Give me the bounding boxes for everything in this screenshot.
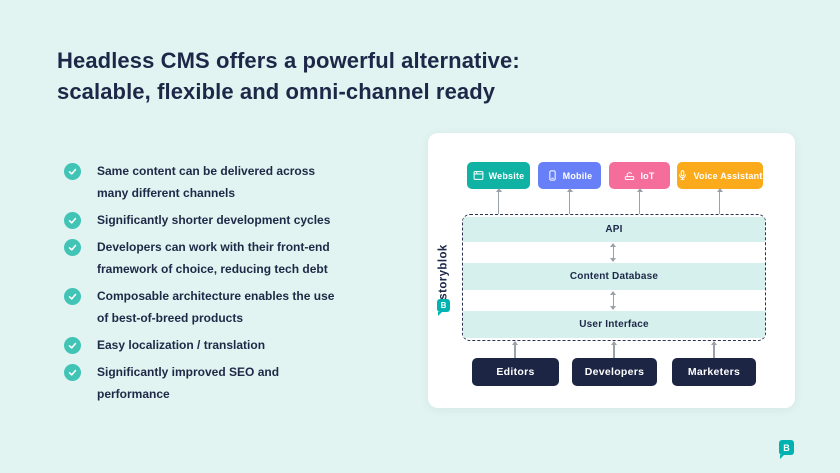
role-node-marketers: Marketers xyxy=(672,358,756,386)
role-label: Editors xyxy=(496,366,535,378)
check-icon xyxy=(64,337,81,354)
channel-node-mobile: Mobile xyxy=(538,162,601,189)
channel-node-iot: IoT xyxy=(609,162,670,189)
layer-api: API xyxy=(463,217,765,242)
title-line-2: scalable, flexible and omni-channel read… xyxy=(57,79,496,104)
smartphone-icon xyxy=(547,170,558,181)
role-label: Developers xyxy=(584,366,645,378)
bullet-text: Easy localization / translation xyxy=(97,338,266,352)
page-title: Headless CMS offers a powerful alternati… xyxy=(57,45,520,107)
layer-label: API xyxy=(605,224,623,235)
bullet-text: Developers can work with their front-end… xyxy=(97,240,330,276)
channel-node-voice-assistant: Voice Assistant xyxy=(677,162,763,189)
benefit-list: Same content can be delivered across man… xyxy=(64,160,374,410)
channel-label: Website xyxy=(488,170,525,181)
bullet-text: Significantly shorter development cycles xyxy=(97,213,331,227)
bullet-text: Same content can be delivered across man… xyxy=(97,164,316,200)
arrow-api-database xyxy=(610,243,616,262)
iot-device-icon xyxy=(624,170,635,181)
layer-label: User Interface xyxy=(579,319,649,330)
browser-icon xyxy=(473,170,484,181)
arrow-up-marketers xyxy=(711,341,717,358)
list-item: Easy localization / translation xyxy=(64,334,374,356)
architecture-diagram-card: Website Mobile IoT Voice Assistant API C… xyxy=(428,133,795,408)
check-icon xyxy=(64,288,81,305)
storyblok-wordmark: storyblok xyxy=(428,238,460,306)
check-icon xyxy=(64,239,81,256)
bullet-text: Composable architecture enables the use … xyxy=(97,289,335,325)
list-item: Developers can work with their front-end… xyxy=(64,236,374,280)
check-icon xyxy=(64,163,81,180)
arrow-up-iot xyxy=(637,188,642,214)
brand-letter: B xyxy=(440,301,447,310)
layer-label: Content Database xyxy=(569,271,659,282)
list-item: Composable architecture enables the use … xyxy=(64,285,374,329)
role-node-developers: Developers xyxy=(572,358,657,386)
title-line-1: Headless CMS offers a powerful alternati… xyxy=(57,48,520,73)
storyblok-logo-icon: B xyxy=(779,440,794,459)
check-icon xyxy=(64,364,81,381)
arrow-up-editors xyxy=(512,341,518,358)
brand-letter: B xyxy=(783,442,790,453)
role-label: Marketers xyxy=(687,366,741,378)
arrow-database-ui xyxy=(610,291,616,310)
storyblok-logo-icon: B xyxy=(437,299,450,316)
role-node-editors: Editors xyxy=(472,358,559,386)
platform-layers: API Content Database User Interface xyxy=(463,215,765,340)
channel-node-website: Website xyxy=(467,162,530,189)
check-icon xyxy=(64,212,81,229)
list-item: Significantly shorter development cycles xyxy=(64,209,374,231)
platform-boundary: API Content Database User Interface xyxy=(462,214,766,341)
bullet-text: Significantly improved SEO and performan… xyxy=(97,365,280,401)
arrow-up-mobile xyxy=(567,188,572,214)
arrow-up-developers xyxy=(611,341,617,358)
brand-text: storyblok xyxy=(438,244,450,300)
microphone-icon xyxy=(677,170,688,181)
arrow-up-voice-assistant xyxy=(717,188,722,214)
list-item: Significantly improved SEO and performan… xyxy=(64,361,374,405)
channel-label: Mobile xyxy=(562,170,593,181)
channel-label: IoT xyxy=(640,170,655,181)
channel-label: Voice Assistant xyxy=(693,170,763,181)
layer-user-interface: User Interface xyxy=(463,311,765,338)
list-item: Same content can be delivered across man… xyxy=(64,160,374,204)
layer-content-database: Content Database xyxy=(463,263,765,290)
arrow-up-website xyxy=(496,188,501,214)
